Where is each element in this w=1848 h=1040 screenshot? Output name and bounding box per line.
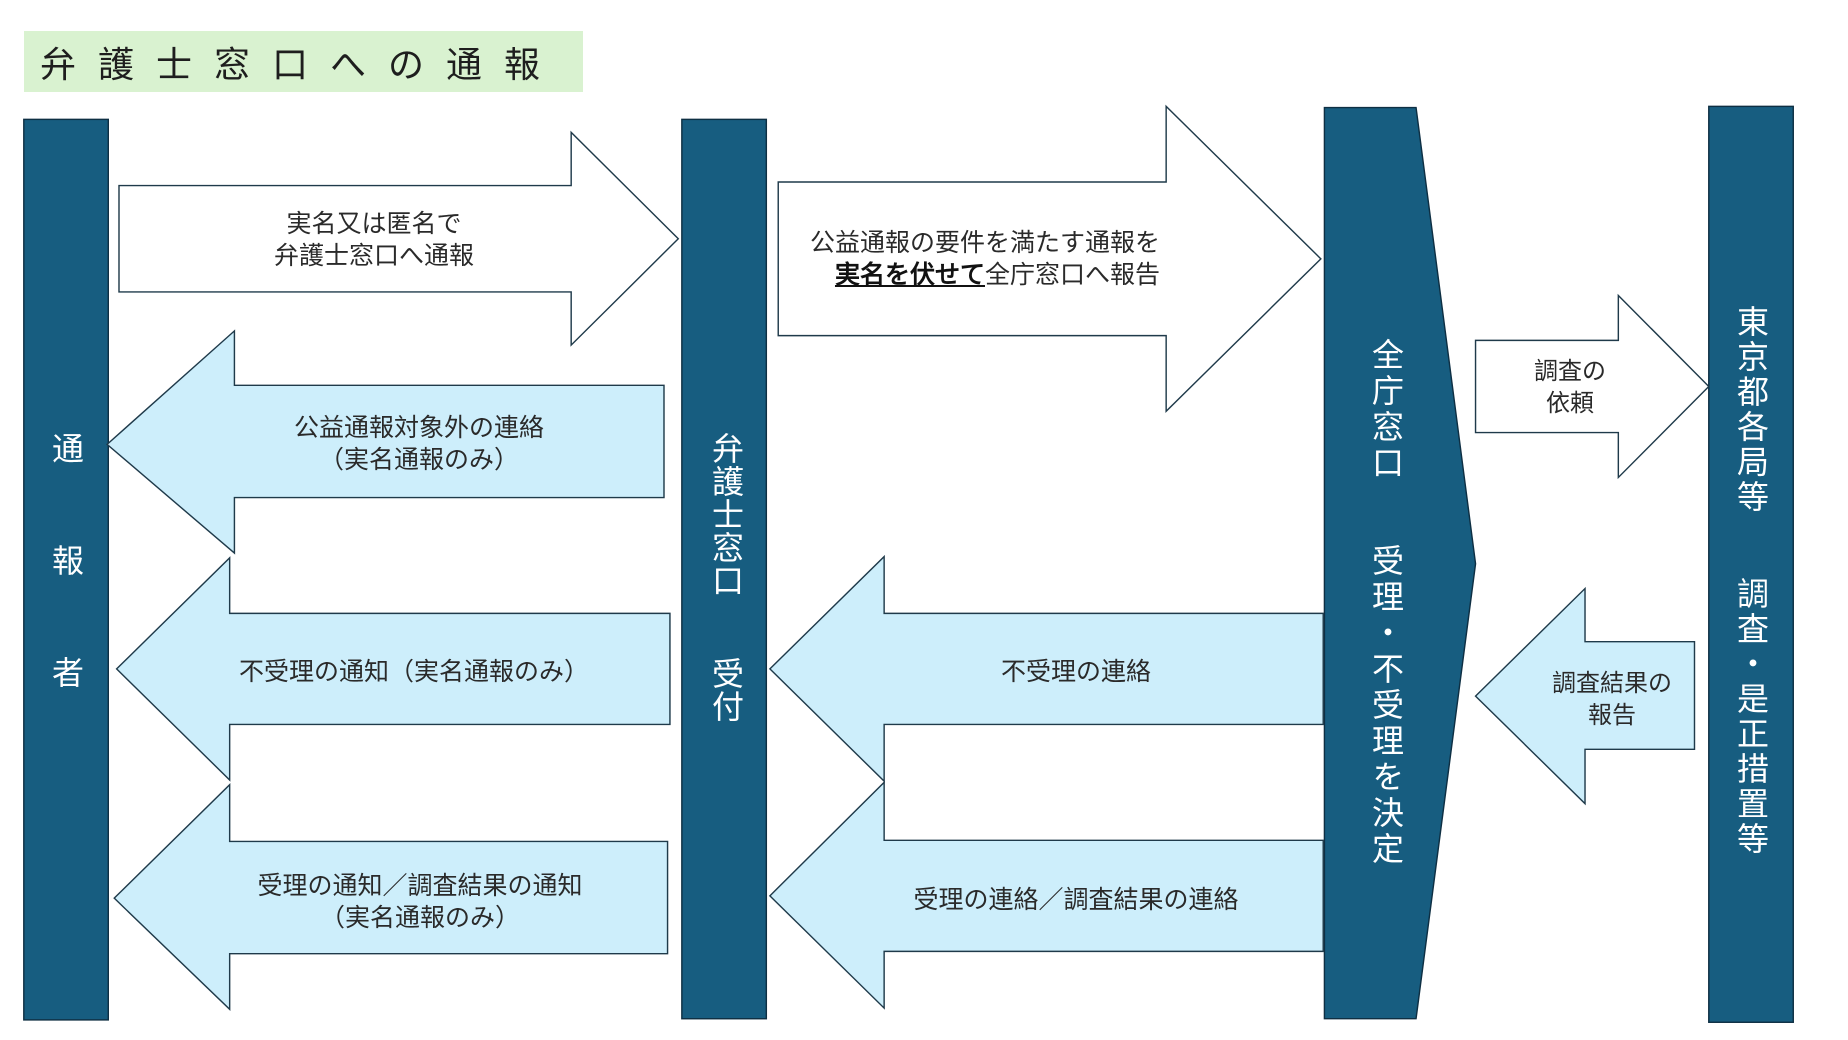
label-investigation-report: 調査結果の 報告 — [1552, 667, 1672, 731]
arrow-investigation-request — [1474, 293, 1710, 480]
arrow-acceptance-notice — [113, 783, 669, 1011]
arrow-not-covered-notice — [106, 329, 665, 555]
arrow-investigation-report — [1474, 586, 1696, 806]
arrow-report-to-lawyer — [118, 130, 680, 347]
lawyer-window-role: 受付 — [707, 657, 745, 723]
label-line: 弁護士窓口へ通報 — [273, 241, 475, 270]
label-line: 不受理の連絡 — [1000, 657, 1152, 686]
bureaus-role: 調査・是正措置等 — [1732, 577, 1770, 857]
label-line: 公益通報対象外の連絡 — [293, 413, 545, 442]
label-line: 実名又は匿名で — [286, 209, 462, 238]
label-investigation-request: 調査の 依頼 — [1534, 355, 1606, 419]
label-line: 実名を伏せて全庁窓口へ報告 — [810, 259, 1160, 291]
label-report-to-lawyer: 実名又は匿名で 弁護士窓口へ通報 — [274, 208, 474, 272]
lawyer-window-lane-label: 弁護士窓口 受付 — [707, 432, 745, 723]
label-line-rest: 全庁窓口へ報告 — [984, 260, 1161, 289]
label-line: 受理の通知／調査結果の通知 — [257, 871, 583, 900]
page-title-box: 弁護士窓口への通報 — [24, 31, 583, 92]
label-report-to-central: 公益通報の要件を満たす通報を 実名を伏せて全庁窓口へ報告 — [810, 227, 1160, 291]
label-acceptance-notice: 受理の通知／調査結果の通知 （実名通報のみ） — [257, 870, 582, 934]
label-line: 不受理の通知（実名通報のみ） — [238, 657, 590, 686]
central-window-lane-bar — [1323, 106, 1477, 1020]
arrow-rejection-notice — [115, 556, 671, 782]
reporter-lane-bar — [23, 118, 109, 1021]
central-window-lane-label: 全庁窓口 受理・不受理を決定 — [1363, 338, 1409, 868]
label-acceptance-contact: 受理の連絡／調査結果の連絡 — [913, 884, 1238, 916]
central-window-role: 受理・不受理を決定 — [1367, 544, 1405, 868]
label-line: 調査結果の — [1552, 669, 1672, 697]
central-window-name: 全庁窓口 — [1367, 338, 1405, 482]
lawyer-window-lane-bar — [681, 118, 768, 1020]
arrow-acceptance-contact — [768, 780, 1324, 1010]
emphasis-hide-real-name: 実名を伏せて — [834, 260, 985, 289]
label-line: 報告 — [1588, 701, 1636, 729]
arrow-rejection-contact — [768, 554, 1324, 783]
bureaus-name: 東京都各局等 — [1732, 305, 1770, 515]
label-line: （実名通報のみ） — [319, 903, 521, 932]
label-line: 公益通報の要件を満たす通報を — [809, 228, 1161, 257]
arrow-report-to-central — [777, 104, 1322, 413]
bureaus-lane-label: 東京都各局等 調査・是正措置等 — [1728, 305, 1774, 857]
label-line: 調査の — [1534, 357, 1606, 385]
label-rejection-notice: 不受理の通知（実名通報のみ） — [239, 656, 589, 688]
label-line: 依頼 — [1546, 389, 1594, 417]
label-not-covered-notice: 公益通報対象外の連絡 （実名通報のみ） — [294, 412, 544, 476]
label-rejection-contact: 不受理の連絡 — [1001, 656, 1151, 688]
reporter-lane-label: 通報者 — [47, 432, 85, 768]
label-line: 受理の連絡／調査結果の連絡 — [913, 885, 1239, 914]
page-title: 弁護士窓口への通報 — [40, 44, 563, 86]
bureaus-lane-bar — [1708, 105, 1794, 1023]
label-line: （実名通報のみ） — [318, 445, 520, 474]
lawyer-window-name: 弁護士窓口 — [707, 432, 745, 597]
